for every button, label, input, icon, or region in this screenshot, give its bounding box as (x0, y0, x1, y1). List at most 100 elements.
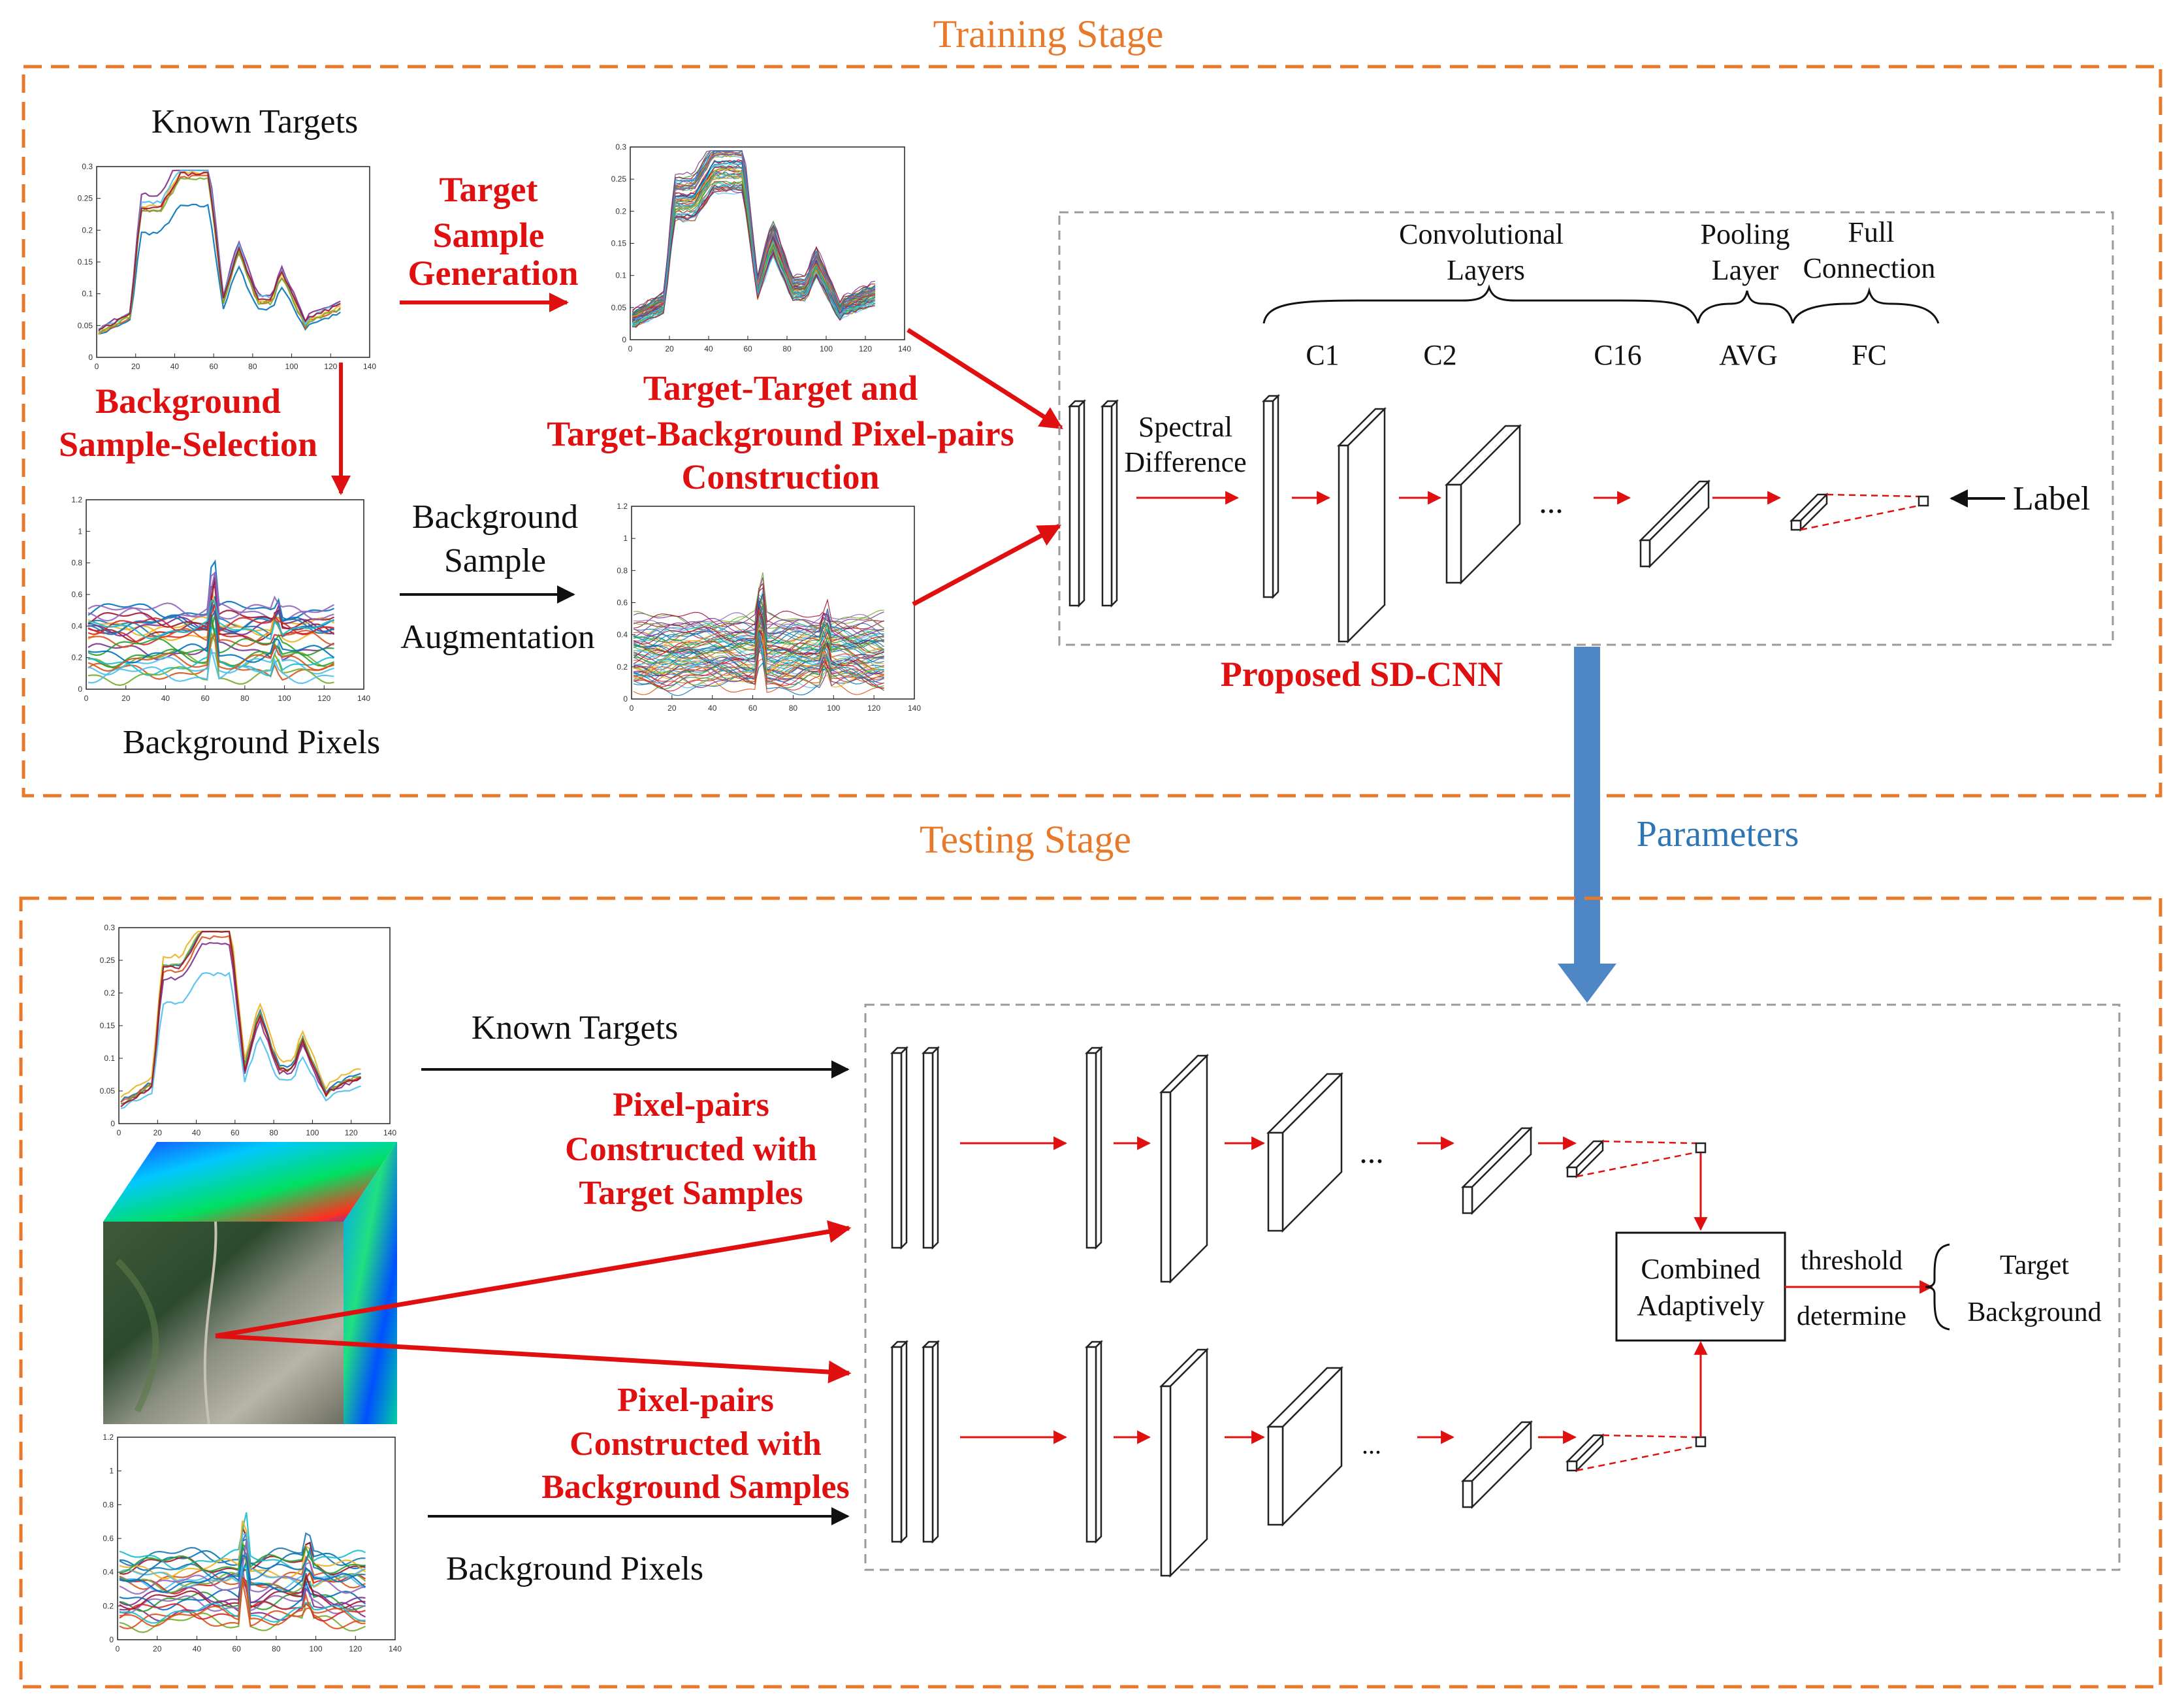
svg-text:1: 1 (623, 534, 628, 543)
svg-text:0.6: 0.6 (71, 590, 82, 599)
svg-text:0.4: 0.4 (617, 630, 628, 640)
training-stage-title: Training Stage (933, 12, 1164, 56)
svg-text:Sample: Sample (444, 542, 546, 579)
test-ellipsis-bottom: ... (1362, 1430, 1381, 1459)
svg-text:40: 40 (170, 362, 180, 371)
svg-text:0.15: 0.15 (611, 239, 627, 248)
svg-text:80: 80 (269, 1128, 278, 1137)
svg-text:C16: C16 (1594, 339, 1641, 371)
svg-text:0: 0 (622, 335, 626, 344)
background-pixels-label: Background Pixels (123, 724, 380, 761)
sd-cnn-layers (1067, 393, 1929, 644)
svg-text:0.4: 0.4 (103, 1568, 114, 1577)
svg-text:Background: Background (95, 382, 281, 421)
svg-text:0.3: 0.3 (82, 162, 93, 171)
combined-adaptively-label: Combined Adaptively (1637, 1253, 1765, 1322)
svg-text:0: 0 (84, 694, 89, 703)
svg-text:0: 0 (110, 1119, 115, 1128)
svg-text:0.2: 0.2 (617, 662, 628, 672)
svg-text:0.1: 0.1 (82, 289, 93, 299)
svg-text:140: 140 (389, 1644, 402, 1653)
svg-text:0.3: 0.3 (615, 142, 626, 152)
svg-text:120: 120 (867, 704, 880, 713)
svg-text:Connection: Connection (1803, 252, 1936, 284)
target-sample-generation-label: Target Sample Generation (408, 170, 579, 293)
svg-text:20: 20 (665, 344, 674, 353)
svg-text:0.05: 0.05 (611, 303, 627, 312)
svg-text:0.15: 0.15 (78, 257, 93, 267)
svg-text:Pooling: Pooling (1701, 218, 1790, 250)
svg-text:Target-Background Pixel-pairs: Target-Background Pixel-pairs (547, 414, 1014, 453)
svg-text:120: 120 (345, 1128, 358, 1137)
svg-text:0.05: 0.05 (100, 1086, 116, 1096)
svg-text:0.3: 0.3 (104, 923, 115, 932)
svg-text:Construction: Construction (681, 457, 879, 496)
svg-text:100: 100 (820, 344, 833, 353)
background-branch-layers (890, 1339, 1707, 1578)
pixel-pairs-background-label: Pixel-pairs Constructed with Background … (541, 1382, 850, 1506)
svg-text:0.2: 0.2 (82, 225, 93, 235)
svg-text:40: 40 (161, 694, 170, 703)
training-stage-frame (22, 65, 2162, 798)
spectral-difference-label: Spectral Difference (1124, 411, 1246, 478)
sd-cnn-network-box (1058, 211, 2114, 646)
svg-text:Pixel-pairs: Pixel-pairs (613, 1086, 769, 1124)
svg-text:Pixel-pairs: Pixel-pairs (617, 1382, 774, 1419)
svg-text:Layer: Layer (1712, 254, 1779, 286)
svg-text:Difference: Difference (1124, 446, 1246, 478)
fc-brace (1791, 287, 1940, 324)
determine-label: determine (1797, 1301, 1906, 1331)
parameters-arrow (1558, 647, 1616, 1003)
svg-text:Background Samples: Background Samples (541, 1469, 850, 1506)
threshold-label: threshold (1801, 1246, 1903, 1276)
svg-text:Augmentation: Augmentation (400, 619, 595, 656)
pooling-brace (1697, 290, 1794, 324)
svg-text:Constructed with: Constructed with (570, 1425, 822, 1463)
svg-text:Full: Full (1848, 216, 1895, 248)
layers-brace (1262, 284, 1699, 324)
svg-text:0.2: 0.2 (71, 653, 82, 662)
svg-text:0: 0 (628, 344, 633, 353)
target-branch-layers (890, 1045, 1707, 1284)
network-ellipsis: ... (1539, 483, 1564, 520)
svg-text:80: 80 (272, 1644, 281, 1653)
svg-text:0.4: 0.4 (71, 621, 82, 630)
svg-text:120: 120 (349, 1644, 362, 1653)
svg-text:20: 20 (153, 1128, 163, 1137)
svg-text:0.25: 0.25 (100, 956, 116, 965)
svg-text:140: 140 (363, 362, 376, 371)
svg-text:1.2: 1.2 (617, 502, 628, 511)
combined-adaptively-box (1615, 1231, 1786, 1342)
svg-text:C2: C2 (1423, 339, 1456, 371)
svg-text:FC: FC (1852, 339, 1887, 371)
background-sample-selection-label: Background Sample-Selection (59, 382, 317, 464)
parameters-label: Parameters (1637, 814, 1799, 854)
svg-text:0.05: 0.05 (78, 321, 93, 330)
svg-text:0.2: 0.2 (103, 1601, 114, 1610)
svg-text:0: 0 (623, 694, 628, 704)
label-text: Label (2013, 480, 2090, 517)
svg-text:0: 0 (117, 1128, 121, 1137)
testing-stage-title: Testing Stage (920, 818, 1131, 861)
svg-text:Target: Target (440, 170, 538, 209)
svg-text:Target Samples: Target Samples (579, 1175, 803, 1212)
test-background-pixels-label: Background Pixels (446, 1550, 703, 1587)
svg-text:0.25: 0.25 (78, 194, 93, 203)
svg-text:Constructed with: Constructed with (565, 1131, 817, 1168)
svg-text:80: 80 (782, 344, 792, 353)
svg-text:0: 0 (95, 362, 99, 371)
pairs-arrow-lower (912, 523, 1062, 607)
svg-text:Sample-Selection: Sample-Selection (59, 425, 317, 464)
svg-text:140: 140 (383, 1128, 396, 1137)
svg-text:40: 40 (708, 704, 717, 713)
svg-text:Target-Target and: Target-Target and (643, 368, 918, 408)
testing-stage-frame (19, 896, 2162, 1689)
svg-text:40: 40 (704, 344, 713, 353)
svg-text:0.8: 0.8 (71, 559, 82, 568)
svg-text:0.2: 0.2 (104, 988, 115, 998)
svg-text:Layers: Layers (1447, 254, 1525, 286)
svg-text:20: 20 (121, 694, 131, 703)
svg-text:60: 60 (209, 362, 218, 371)
pixel-to-target-branch-arrow (215, 1220, 852, 1339)
